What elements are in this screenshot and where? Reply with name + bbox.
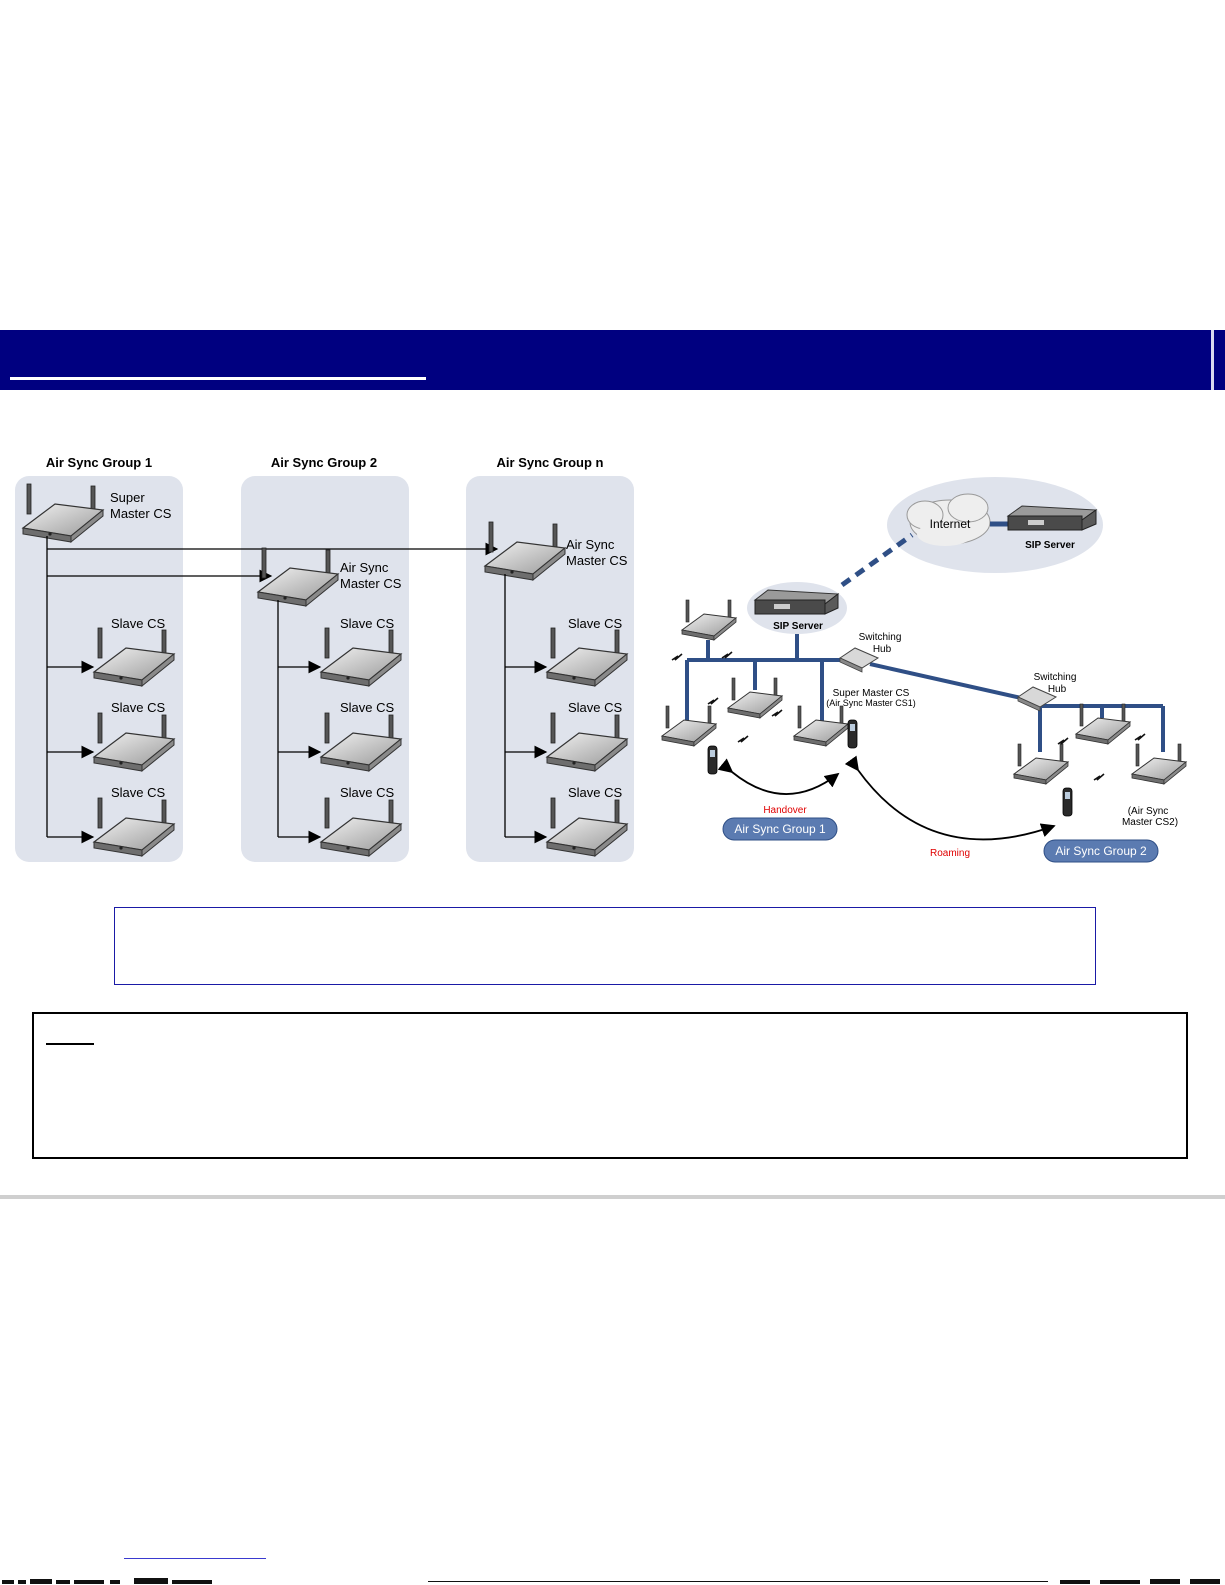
master2-label: Master CS2) — [1122, 817, 1178, 828]
slave-label: Slave CS — [568, 785, 623, 800]
switching-hub-2-icon — [1016, 686, 1058, 712]
radio-signal-icon — [771, 709, 783, 717]
master-label: Super — [110, 490, 145, 505]
banner-underline — [10, 377, 426, 380]
radio-signal-icon — [707, 697, 719, 705]
group-title: Air Sync Group 1 — [46, 455, 152, 470]
network-diagram: Air Sync Group 1 Air Sync Group 2 Air Sy… — [15, 455, 1187, 863]
group-title: Air Sync Group n — [497, 455, 604, 470]
master-label: Air Sync — [340, 560, 389, 575]
group2-pill-label: Air Sync Group 2 — [1055, 844, 1147, 858]
footer-link-underline — [124, 1558, 266, 1559]
hub-label: Switching — [859, 632, 902, 643]
super-master-label: Super Master CS — [833, 688, 910, 699]
handset-icon — [847, 719, 858, 749]
slave-label: Slave CS — [111, 616, 166, 631]
radio-signal-icon — [1093, 773, 1105, 781]
roaming-label: Roaming — [930, 848, 970, 859]
slave-label: Slave CS — [568, 700, 623, 715]
title-banner — [0, 330, 1225, 390]
super-master-label: (Air Sync Master CS1) — [826, 698, 916, 708]
cell-station-icon — [681, 599, 737, 641]
handover-label: Handover — [763, 805, 807, 816]
group2-pill — [1043, 839, 1159, 863]
hub-label: Switching — [1034, 672, 1077, 683]
radio-signal-icon — [721, 651, 733, 659]
radio-signal-icon — [1057, 737, 1069, 745]
handset-icon — [707, 745, 718, 775]
slave-label: Slave CS — [111, 785, 166, 800]
master-label: Master CS — [110, 506, 172, 521]
group1-pill — [722, 817, 838, 841]
hub-label: Hub — [873, 644, 892, 655]
master-label: Air Sync — [566, 537, 615, 552]
slave-label: Slave CS — [568, 616, 623, 631]
sip-server-local-label: SIP Server — [773, 621, 823, 632]
radio-signal-icon — [671, 653, 683, 661]
master-label: Master CS — [340, 576, 402, 591]
master-label: Master CS — [566, 553, 628, 568]
group1-pill-label: Air Sync Group 1 — [734, 822, 826, 836]
internet-label: Internet — [930, 517, 971, 531]
switching-hub-1-icon — [838, 647, 880, 673]
sip-server-local-icon — [753, 589, 840, 615]
notes-box — [32, 1012, 1188, 1159]
sip-server-remote-icon — [1006, 505, 1098, 531]
master2-label: (Air Sync — [1128, 806, 1169, 817]
handset-icon — [1062, 787, 1073, 817]
slave-label: Slave CS — [340, 700, 395, 715]
notes-heading-underline — [46, 1043, 94, 1045]
slave-label: Slave CS — [340, 616, 395, 631]
slave-label: Slave CS — [111, 700, 166, 715]
air-sync-master-cs2-icon — [1131, 743, 1187, 785]
footer-text-fragment — [2, 1578, 1220, 1584]
footer-rule — [0, 1195, 1225, 1199]
radio-signal-icon — [737, 735, 749, 743]
radio-signal-icon — [1134, 733, 1146, 741]
sip-server-remote-label: SIP Server — [1025, 540, 1075, 551]
banner-edge — [1211, 330, 1214, 390]
slave-label: Slave CS — [340, 785, 395, 800]
group-title: Air Sync Group 2 — [271, 455, 377, 470]
note-box — [114, 907, 1096, 985]
hub-label: Hub — [1048, 684, 1067, 695]
